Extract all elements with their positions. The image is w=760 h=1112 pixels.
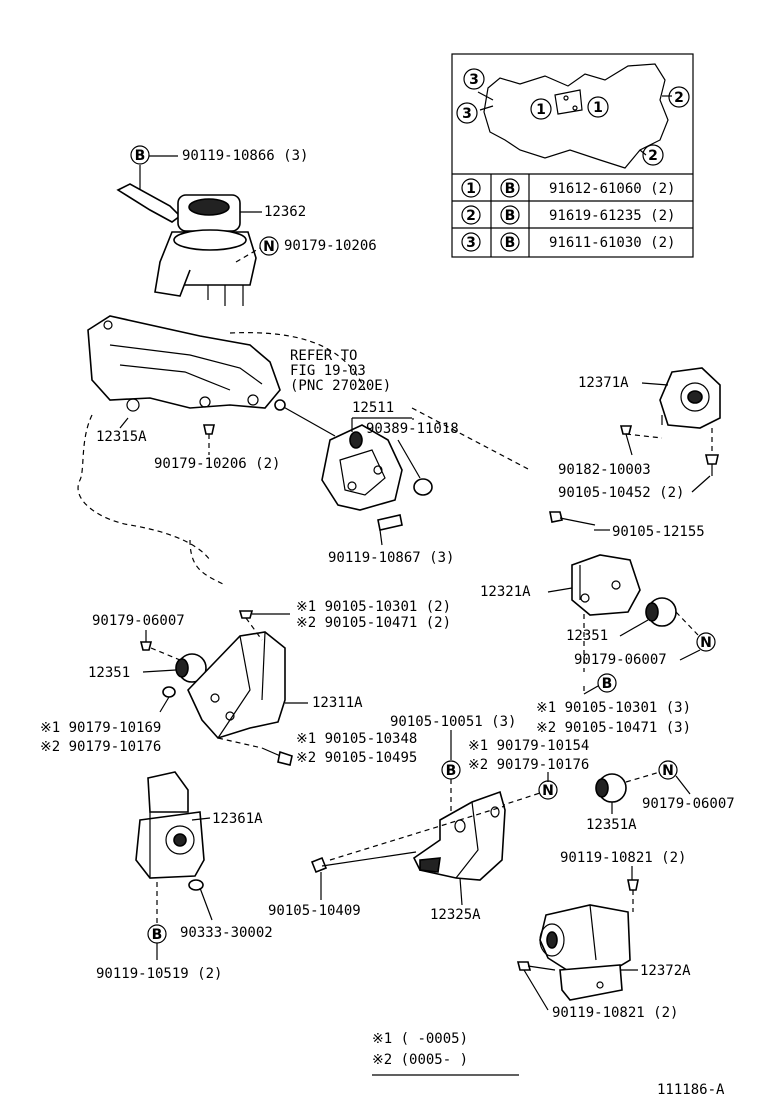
callout-1-right: 1 — [587, 96, 609, 118]
svg-text:B: B — [602, 676, 613, 692]
legend-row-2: ※2 (0005- ) — [372, 1052, 468, 1068]
label-90179-10206-2: 90179-10206 (2) — [154, 456, 280, 472]
label-90179-06007-left: 90179-06007 — [92, 613, 185, 629]
label-12361A: 12361A — [212, 811, 263, 827]
label-refer-to: REFER TO — [290, 348, 357, 364]
label-s1-90179-10154: ※1 90179-10154 — [468, 738, 589, 754]
mount-12361A — [135, 771, 205, 879]
callout-2-bottom: 2 — [642, 144, 664, 166]
legend: ※1 ( -0005) ※2 (0005- ) — [372, 1031, 519, 1076]
mount-12372A — [539, 904, 631, 1001]
engine-mount-12362 — [116, 183, 257, 306]
inset-row-2: 2 B 91619-61235 (2) — [461, 205, 675, 225]
label-12351-right: 12351 — [566, 628, 608, 644]
svg-text:3: 3 — [462, 106, 472, 122]
label-s1-90179-10169: ※1 90179-10169 — [40, 720, 161, 736]
label-90119-10866: 90119-10866 (3) — [182, 148, 308, 164]
label-90105-10051: 90105-10051 (3) — [390, 714, 516, 730]
svg-text:B: B — [505, 235, 516, 251]
inset-row-1: 1 B 91612-61060 (2) — [461, 178, 675, 198]
label-90179-06007-mid: 90179-06007 — [642, 796, 735, 812]
label-s1-90105-10348: ※1 90105-10348 — [296, 731, 417, 747]
bracket-12325A — [412, 790, 506, 881]
svg-text:1: 1 — [466, 181, 476, 197]
svg-text:N: N — [263, 239, 275, 255]
label-90105-10452: 90105-10452 (2) — [558, 485, 684, 501]
label-90179-06007-right: 90179-06007 — [574, 652, 667, 668]
bracket-12321A — [571, 554, 641, 616]
svg-text:N: N — [662, 763, 674, 779]
label-12362: 12362 — [264, 204, 306, 220]
label-refer-pnc: (PNC 27020E) — [290, 378, 391, 394]
svg-text:2: 2 — [674, 90, 684, 106]
label-s2-90105-10471-right: ※2 90105-10471 (3) — [536, 720, 691, 736]
label-12325A: 12325A — [430, 907, 481, 923]
label-s2-90179-10176-right: ※2 90179-10176 — [468, 757, 589, 773]
svg-text:B: B — [152, 927, 163, 943]
figure-id: 111186-A — [657, 1082, 725, 1098]
callout-3-left: 3 — [456, 102, 478, 124]
label-12315A: 12315A — [96, 429, 147, 445]
bracket-12311A — [187, 631, 286, 739]
timing-cover-gasket — [483, 63, 669, 169]
inset-row-3: 3 B 91611-61030 (2) — [461, 232, 675, 252]
svg-text:1: 1 — [536, 102, 546, 118]
svg-text:3: 3 — [466, 235, 476, 251]
label-s2-90179-10176-left: ※2 90179-10176 — [40, 739, 161, 755]
label-90333-30002: 90333-30002 — [180, 925, 273, 941]
label-90119-10821-bottom: 90119-10821 (2) — [552, 1005, 678, 1021]
label-90179-10206: 90179-10206 — [284, 238, 377, 254]
inset-panel: 3 3 1 1 2 2 1 B 91612-61060 (2) 2 B 9161… — [451, 53, 694, 258]
label-12372A: 12372A — [640, 963, 691, 979]
label-12311A: 12311A — [312, 695, 363, 711]
label-s1-90105-10301-right: ※1 90105-10301 (3) — [536, 700, 691, 716]
svg-text:B: B — [135, 148, 146, 164]
label-90105-12155: 90105-12155 — [612, 524, 705, 540]
label-12321A: 12321A — [480, 584, 531, 600]
callout-1-left: 1 — [530, 98, 552, 120]
mount-12371A — [659, 367, 721, 429]
svg-text:2: 2 — [466, 208, 476, 224]
label-12351-left: 12351 — [88, 665, 130, 681]
label-90389-11018: 90389-11018 — [366, 421, 459, 437]
label-s1-90105-10301-left: ※1 90105-10301 (2) — [296, 599, 451, 615]
label-90182-10003: 90182-10003 — [558, 462, 651, 478]
inset-part-2: 91619-61235 (2) — [549, 208, 675, 224]
callout-3-top: 3 — [463, 68, 485, 90]
bracket-12511 — [321, 424, 433, 511]
svg-text:B: B — [446, 763, 457, 779]
inset-part-3: 91611-61030 (2) — [549, 235, 675, 251]
callout-2-right: 2 — [668, 86, 690, 108]
label-12511: 12511 — [352, 400, 394, 416]
label-12351A: 12351A — [586, 817, 637, 833]
label-12371A: 12371A — [578, 375, 629, 391]
label-90119-10867: 90119-10867 (3) — [328, 550, 454, 566]
label-s2-90105-10471-left: ※2 90105-10471 (2) — [296, 615, 451, 631]
svg-text:2: 2 — [648, 148, 658, 164]
svg-text:B: B — [505, 208, 516, 224]
svg-text:N: N — [542, 783, 554, 799]
bracket-12315A — [87, 315, 281, 412]
label-90119-10821-top: 90119-10821 (2) — [560, 850, 686, 866]
label-90105-10409: 90105-10409 — [268, 903, 361, 919]
legend-row-1: ※1 ( -0005) — [372, 1031, 468, 1047]
svg-text:3: 3 — [469, 72, 479, 88]
svg-text:N: N — [700, 635, 712, 651]
svg-text:1: 1 — [593, 100, 603, 116]
svg-text:B: B — [505, 181, 516, 197]
label-s2-90105-10495: ※2 90105-10495 — [296, 750, 417, 766]
label-refer-fig: FIG 19-03 — [290, 363, 366, 379]
inset-part-1: 91612-61060 (2) — [549, 181, 675, 197]
label-90119-10519: 90119-10519 (2) — [96, 966, 222, 982]
